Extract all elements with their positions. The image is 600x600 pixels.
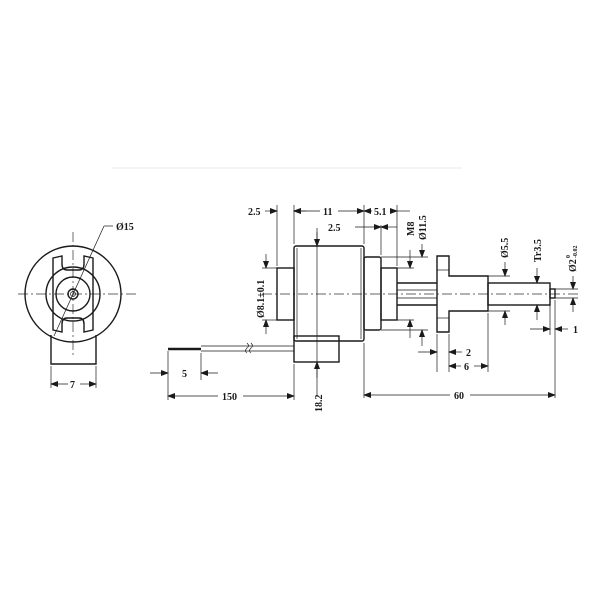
- dim-tip-diameter: Ø2: [568, 259, 579, 272]
- end-view-middle-circle: [45, 266, 101, 322]
- end-view-connector: [50, 335, 97, 365]
- dim-lead-strip: 5: [182, 369, 187, 380]
- end-view-diameter-label: Ø15: [116, 222, 134, 233]
- dim-rear-boss-diameter: Ø8.1±0.1: [256, 280, 267, 318]
- dim-flange-thickness: 2: [466, 348, 471, 359]
- end-view-shaft-circle: [67, 288, 79, 300]
- dim-lead-length: 150: [222, 392, 237, 403]
- front-flange: [363, 256, 382, 331]
- dim-nut-diameter: Ø5.5: [500, 238, 511, 258]
- dim-body-length: 11: [323, 207, 332, 218]
- dim-connector-height: 18.2: [314, 395, 325, 413]
- dim-top-left-step: 2.5: [248, 207, 261, 218]
- end-view-outer-circle: [24, 245, 122, 343]
- end-view-shaft-core: [70, 291, 76, 297]
- motor-body: [293, 245, 365, 342]
- dim-thread: M8: [406, 222, 417, 236]
- dim-tip-length: 1: [573, 325, 578, 336]
- dim-screw-thread: Tr3.5: [533, 239, 544, 262]
- screw-tip: [549, 288, 556, 299]
- dim-tip-diameter-group: Ø2 0 -0.02: [566, 246, 579, 273]
- dim-front-flange-length: 5.1: [374, 207, 387, 218]
- dim-tip-tol-lower: -0.02: [573, 246, 579, 259]
- thread-step: [380, 267, 398, 321]
- connector-block: [293, 335, 340, 363]
- end-view-inner-circle: [55, 276, 91, 312]
- diameter-leader-line: [53, 225, 105, 337]
- dim-nut-length: 6: [464, 362, 469, 373]
- end-view-slotted-plate: [52, 255, 94, 333]
- end-view: Ø15 7: [18, 222, 138, 391]
- end-view-width-label: 7: [70, 380, 75, 391]
- break-symbol: [245, 342, 253, 354]
- dim-tip-tol-upper: 0: [566, 255, 572, 258]
- dim-inner-step: 2.5: [328, 223, 341, 234]
- side-view: 2.5 11 5.1 2.5 M8 Ø11.5 Ø8.1±0.1: [150, 205, 580, 412]
- dim-front-diameter: Ø11.5: [418, 215, 429, 240]
- dim-overall-length: 60: [454, 391, 464, 402]
